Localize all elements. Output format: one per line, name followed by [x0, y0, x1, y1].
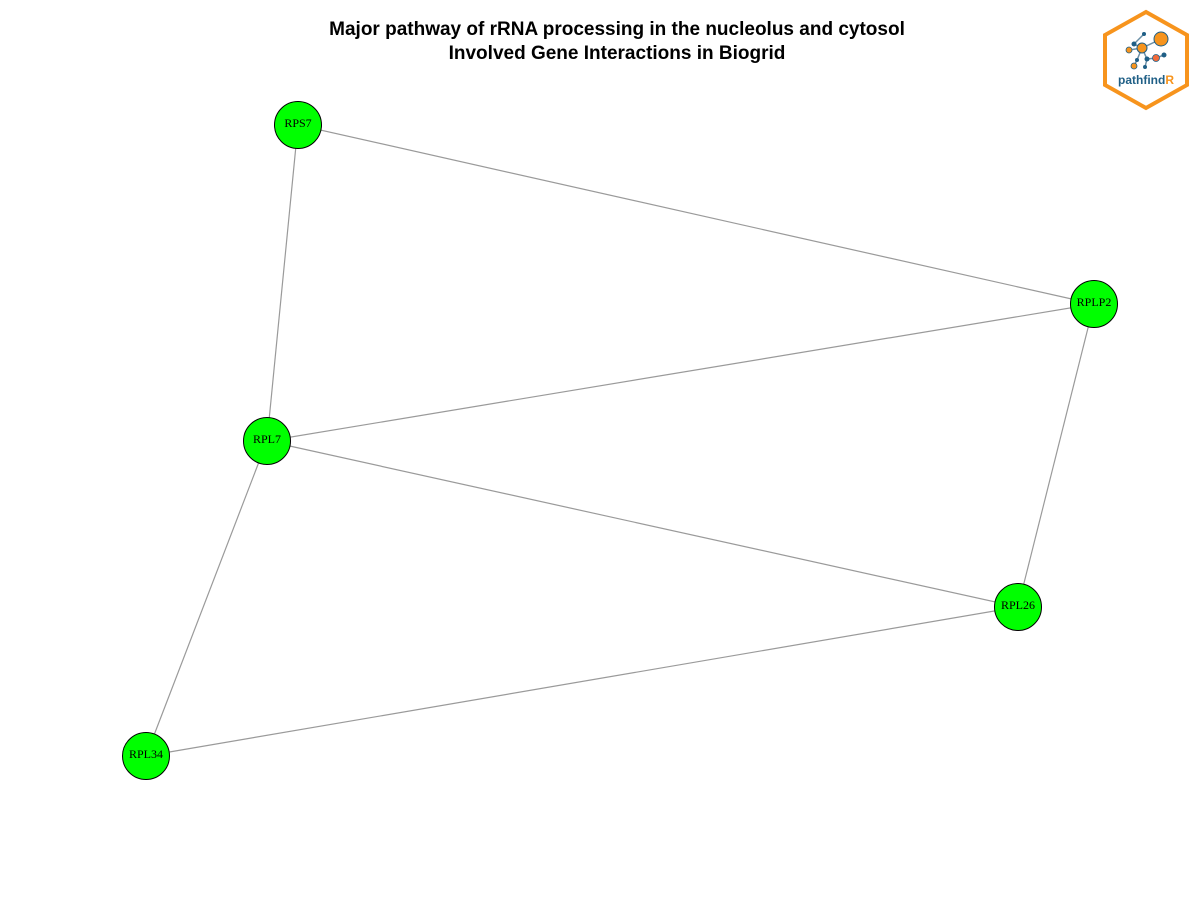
node-circle	[122, 732, 170, 780]
node-circle	[1070, 280, 1118, 328]
node-label: RPL7	[253, 432, 281, 446]
node-label: RPL34	[129, 747, 163, 761]
edge-rps7-rpl7	[266, 124, 299, 442]
logo-text-accent: R	[1165, 73, 1174, 87]
node-label: RPS7	[284, 116, 311, 130]
logo-network-icon	[1125, 31, 1169, 70]
edge-rpl7-rpl34	[145, 440, 268, 757]
node-rpl34: RPL34	[122, 732, 170, 780]
node-circle	[274, 101, 322, 149]
edge-rpl26-rpl34	[145, 606, 1019, 757]
edge-rplp2-rpl26	[1017, 303, 1095, 608]
node-label: RPLP2	[1077, 295, 1112, 309]
edge-rps7-rplp2	[297, 124, 1095, 305]
node-label: RPL26	[1001, 598, 1035, 612]
edge-rpl7-rpl26	[266, 440, 1019, 608]
node-rpl26: RPL26	[994, 583, 1042, 631]
figure-title: Major pathway of rRNA processing in the …	[0, 18, 1200, 66]
node-rpl7: RPL7	[243, 417, 291, 465]
edge-rpl7-rplp2	[266, 303, 1095, 442]
logo-text-main: pathfind	[1118, 73, 1165, 87]
logo-text: pathfindR	[1118, 73, 1174, 87]
node-rplp2: RPLP2	[1070, 280, 1118, 328]
node-rps7: RPS7	[274, 101, 322, 149]
title-line-1: Major pathway of rRNA processing in the …	[329, 19, 905, 40]
pathfindr-logo: pathfindR	[1103, 9, 1189, 111]
title-line-2: Involved Gene Interactions in Biogrid	[448, 43, 786, 64]
edge-layer	[145, 124, 1095, 757]
node-circle	[243, 417, 291, 465]
node-circle	[994, 583, 1042, 631]
